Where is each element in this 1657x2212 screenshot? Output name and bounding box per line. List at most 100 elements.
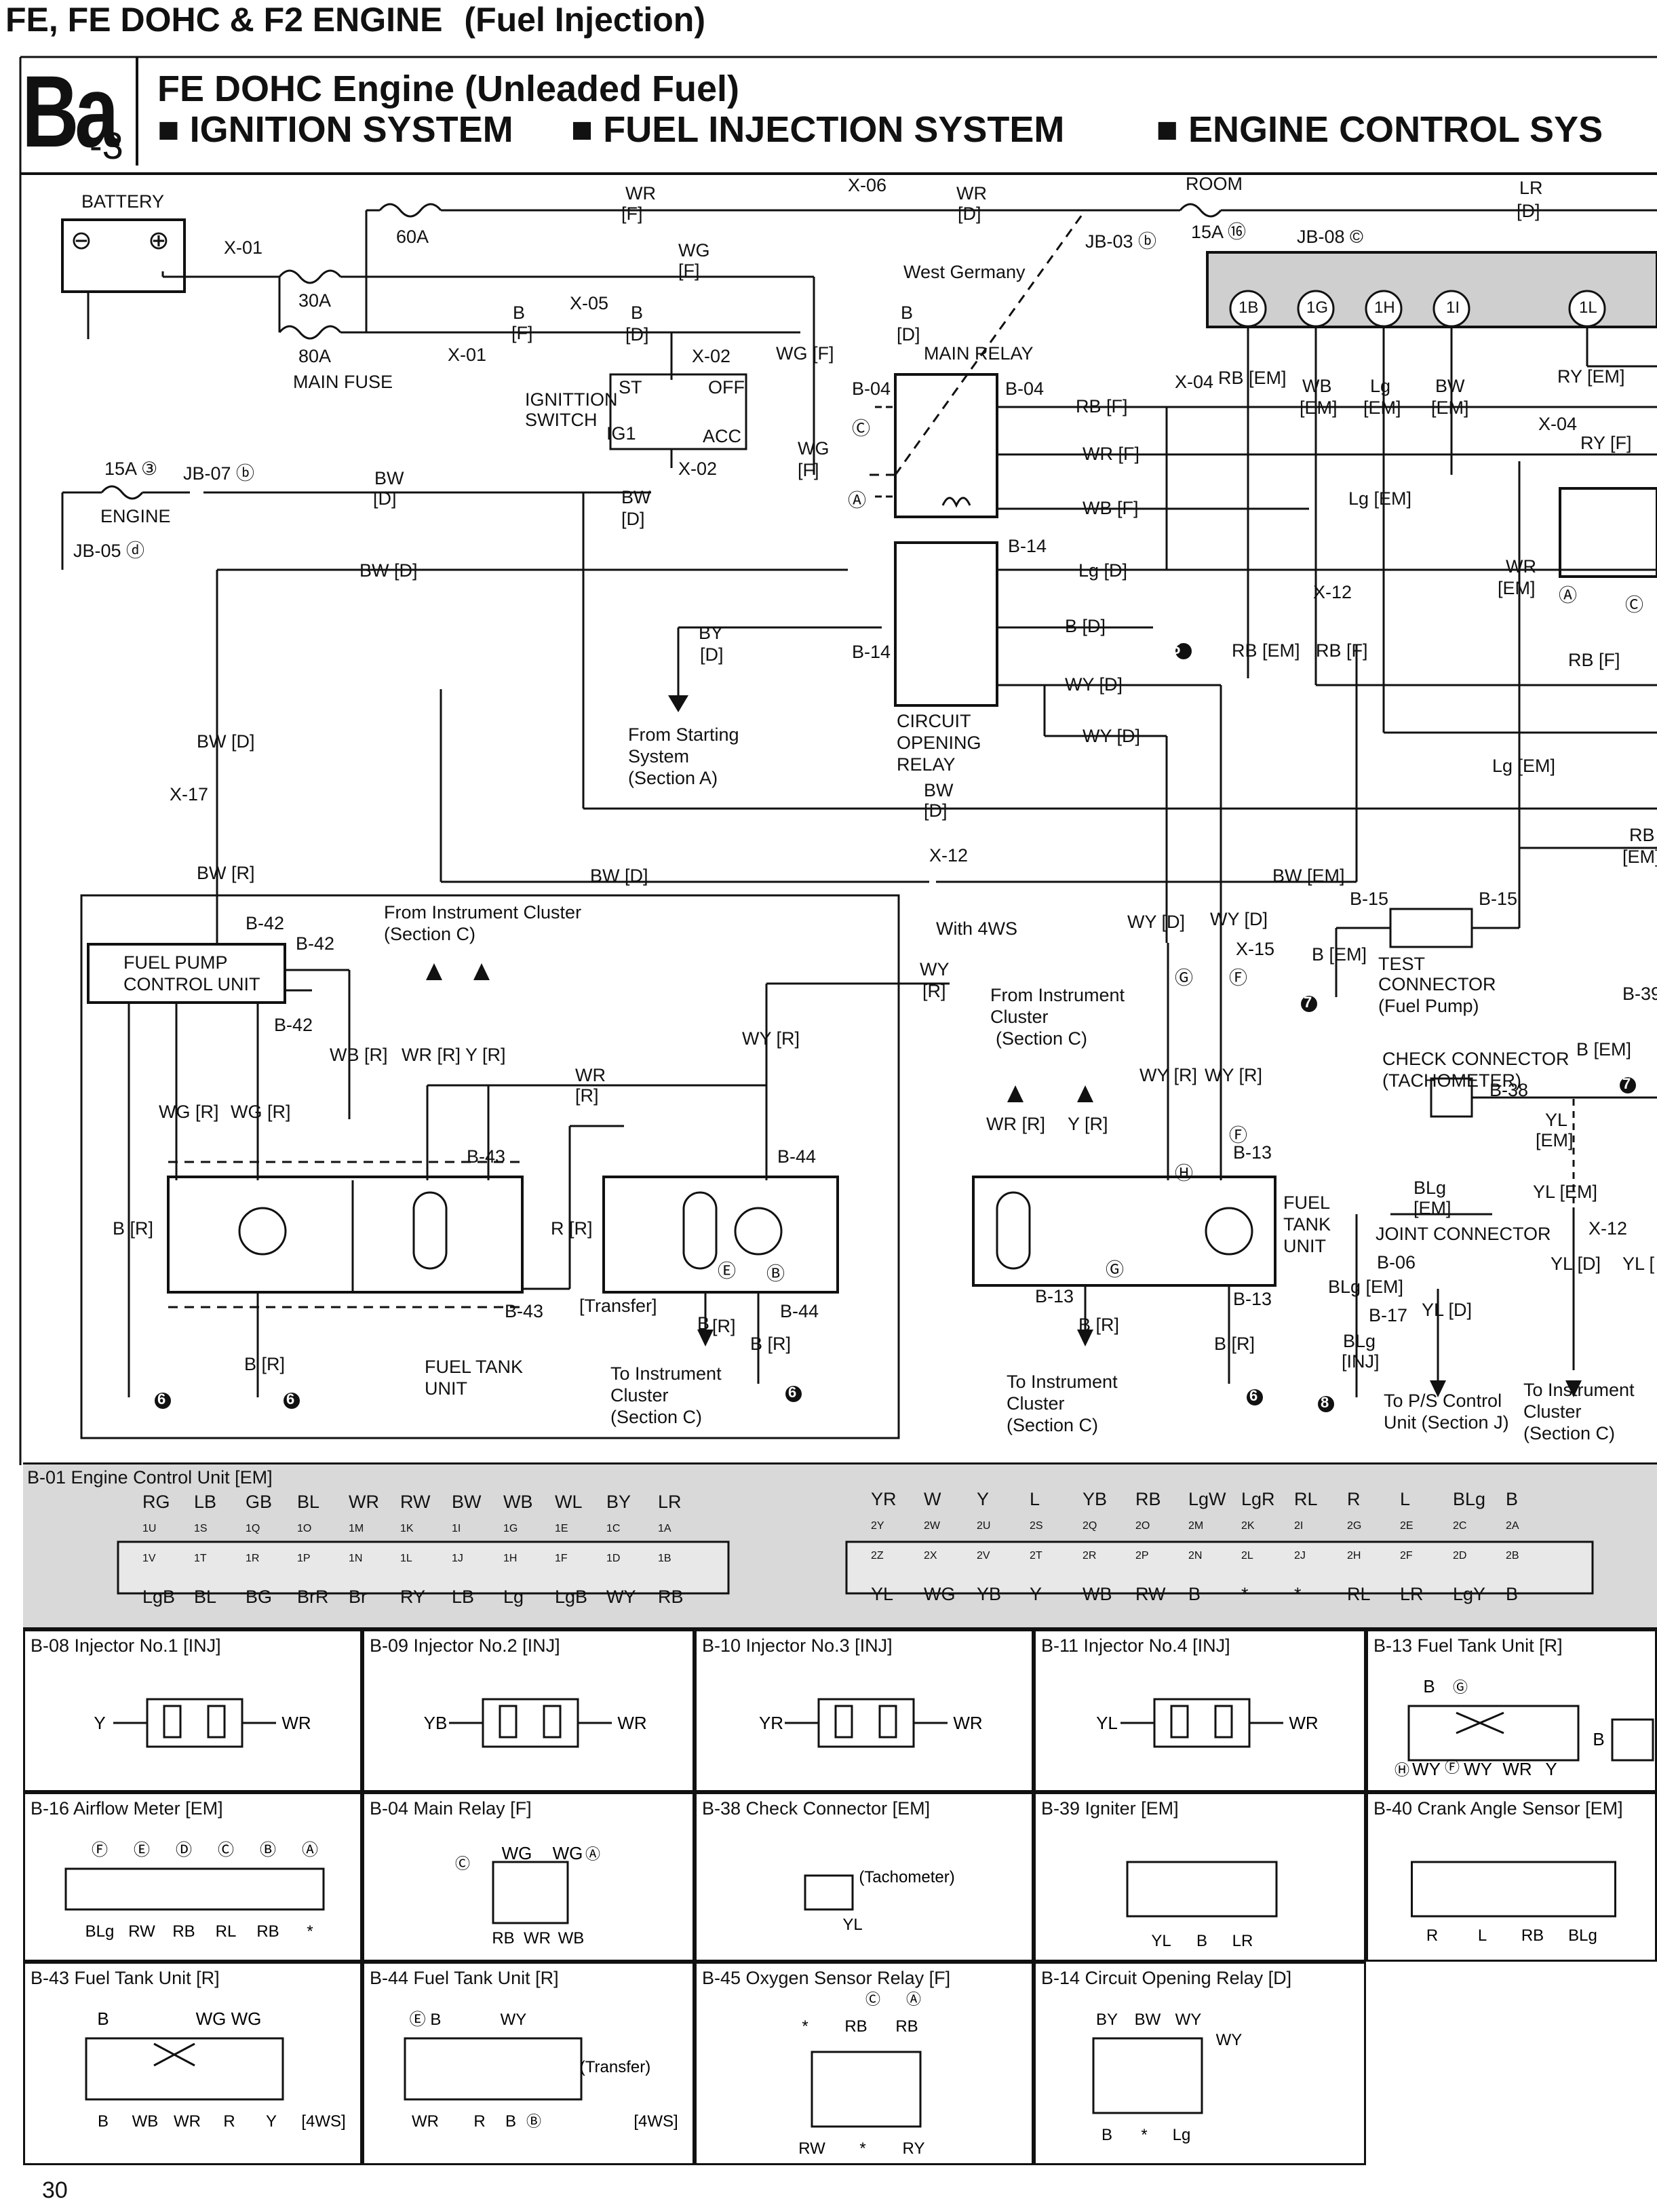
wire-rb-f3: RB [F] xyxy=(1568,650,1620,670)
pin-label: WY xyxy=(1464,1759,1492,1779)
pin-label: (Transfer) xyxy=(580,2058,650,2076)
wire-b-r5: B [R] xyxy=(1078,1315,1120,1335)
wire-yl-cut: YL [ xyxy=(1622,1254,1655,1274)
title-main: FE, FE DOHC & F2 ENGINE xyxy=(5,1,443,39)
ecu-pin-top: 1I xyxy=(452,1523,461,1534)
pin-label: Ⓕ xyxy=(92,1841,108,1859)
section-code: Ba xyxy=(22,54,119,168)
connector-x01: X-01 xyxy=(224,237,263,258)
wire-b-r3-loc: [R] xyxy=(712,1316,736,1336)
connector-drawing: (Tachometer)YL xyxy=(804,1868,955,1934)
ecu-pin-top: 1C xyxy=(606,1523,621,1534)
to-ps-control-label: To P/S Control xyxy=(1384,1391,1502,1411)
pin-label: BW xyxy=(1135,2011,1161,2029)
pin-label: WG xyxy=(553,1843,583,1863)
ecu-pin-top: 2I xyxy=(1294,1520,1304,1532)
connector-b42a: B-42 xyxy=(246,913,285,933)
wire-ry-em: RY [EM] xyxy=(1557,366,1625,387)
wire-lg-em2: Lg [EM] xyxy=(1348,488,1412,509)
wire-wy-d4: WY [D] xyxy=(1210,909,1268,929)
ecu-wire-top: LR xyxy=(658,1492,682,1512)
wire-wr-em: WR xyxy=(1506,556,1536,577)
connector-b44b: B-44 xyxy=(780,1301,819,1321)
connector-x01b: X-01 xyxy=(448,345,487,365)
wire-bw-r: BW [R] xyxy=(197,863,255,883)
wire-wr-em-loc: [EM] xyxy=(1498,578,1536,598)
wire-wr-f: WR [F] xyxy=(1083,444,1139,464)
ecu-pin-bottom: 1T xyxy=(194,1553,207,1564)
wire-rb-em2: RB [EM] xyxy=(1232,640,1300,661)
wire-rb-em3-loc: [EM] xyxy=(1622,847,1657,867)
pin-label: B xyxy=(97,2009,109,2029)
pin-label: WR xyxy=(953,1713,982,1733)
ecu-wire-top: LgW xyxy=(1188,1489,1226,1509)
wire-b-em2: B [EM] xyxy=(1576,1039,1632,1060)
wire-r-r: R [R] xyxy=(551,1218,593,1239)
connector-title: B-11 Injector No.4 [INJ] xyxy=(1041,1635,1230,1656)
ecu-wire-top: RG xyxy=(142,1492,170,1512)
fuse-80a: 80A xyxy=(298,346,332,366)
ecu-pin-bottom: 2P xyxy=(1135,1550,1149,1561)
pin-label: Ⓑ xyxy=(260,1841,276,1859)
ecu-pin-bottom: 2J xyxy=(1294,1550,1306,1561)
wire-blg-em2: BLg [EM] xyxy=(1328,1277,1404,1297)
to-instrument-cluster-b: To Instrument xyxy=(1007,1372,1118,1392)
connector-x12c: X-12 xyxy=(1588,1218,1628,1239)
pin-label: WR xyxy=(412,2112,439,2131)
pin-label: Ⓔ B xyxy=(410,2011,442,2029)
battery-label: BATTERY xyxy=(81,191,165,212)
ecu-wire-top: LgR xyxy=(1241,1489,1275,1509)
room-label: ROOM xyxy=(1186,174,1243,194)
ecu-pin-top: 1A xyxy=(658,1523,671,1534)
pin-label: (Tachometer) xyxy=(859,1868,954,1886)
ecu-wire-top: BLg xyxy=(1453,1489,1486,1509)
pin-label: WR xyxy=(1289,1713,1318,1733)
wire-wr-loc: [F] xyxy=(621,203,643,224)
ecu-pin-top: 2W xyxy=(924,1520,940,1532)
ground-6b-icon: 6 xyxy=(286,1391,295,1408)
wire-ry-f: RY [F] xyxy=(1580,433,1632,453)
ecu-wire-top: L xyxy=(1030,1489,1040,1509)
wire-blg-inj-loc: [INJ] xyxy=(1342,1351,1380,1372)
pin-label: Ⓐ xyxy=(906,1991,921,2008)
ecu-wire-bottom: RW xyxy=(1135,1584,1166,1604)
wire-wy-r2: WY [R] xyxy=(1139,1065,1198,1085)
wire-yl-d2: YL [D] xyxy=(1422,1300,1473,1320)
pin-label: WR xyxy=(524,1929,551,1947)
pin-label: RB xyxy=(844,2017,867,2036)
ecu-pin-bottom: 1L xyxy=(400,1553,412,1564)
from-instrument-cluster-label-b: From Instrument xyxy=(990,985,1125,1005)
wire-b-d3: B [D] xyxy=(1065,616,1106,636)
marker-a: Ⓐ xyxy=(848,490,866,511)
pin-label: * xyxy=(307,1922,313,1941)
pin-label: WR xyxy=(281,1713,311,1733)
title-sub: (Fuel Injection) xyxy=(464,1,705,39)
ecu-pin-top: 2Q xyxy=(1083,1520,1097,1532)
wire-lr-loc: [D] xyxy=(1517,201,1540,221)
ecu-pin-bottom: 2R xyxy=(1083,1550,1097,1561)
with-4ws-label: With 4WS xyxy=(936,918,1018,939)
heading-engine-control: ■ ENGINE CONTROL SYS xyxy=(1156,109,1603,150)
ecu-pin-top: 1U xyxy=(142,1523,157,1534)
connector-b39: B-39 xyxy=(1622,984,1657,1004)
section-num: -3 xyxy=(90,124,123,167)
pin-label: * xyxy=(802,2017,808,2036)
heading-ignition: ■ IGNITION SYSTEM xyxy=(157,109,513,150)
pin-label: RB xyxy=(895,2017,918,2036)
ecu-wire-bottom: WB xyxy=(1083,1584,1112,1604)
wire-b-d-loc: [D] xyxy=(625,324,649,345)
pin-label: RB xyxy=(256,1922,279,1941)
ecu-wire-bottom: YL xyxy=(871,1584,894,1604)
to-ps-control-label2: Unit (Section J) xyxy=(1384,1412,1509,1433)
connector-title: B-04 Main Relay [F] xyxy=(370,1798,532,1819)
ecu-wire-bottom: B xyxy=(1506,1584,1519,1604)
connector-x15: X-15 xyxy=(1236,939,1275,959)
ecu-wire-top: R xyxy=(1347,1489,1361,1509)
